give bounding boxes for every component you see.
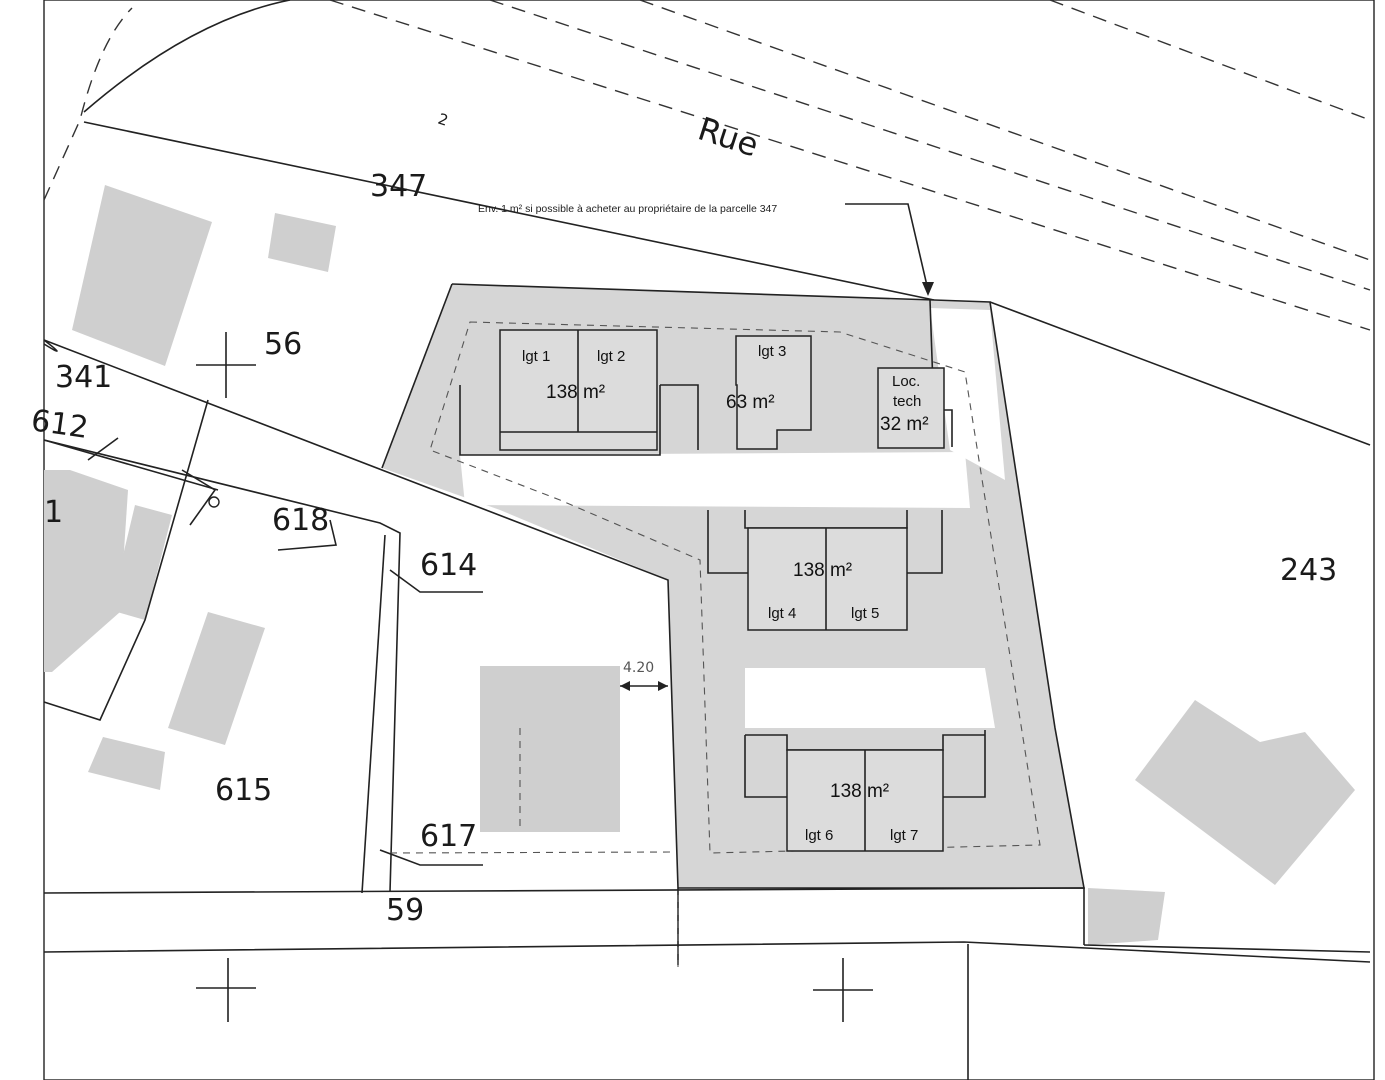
parcel-614: 614 bbox=[420, 548, 477, 583]
label-leaders bbox=[87, 437, 483, 866]
parcel-56: 56 bbox=[264, 327, 302, 362]
parcel-618: 618 bbox=[272, 503, 329, 538]
street-name: Rue bbox=[694, 109, 764, 164]
block-lgt3[interactable]: lgt 3 63 m² bbox=[660, 335, 812, 450]
building-limit-outline bbox=[429, 321, 1041, 854]
parcel-partial: 1 bbox=[44, 495, 63, 530]
block1-area: 138 m² bbox=[546, 382, 605, 403]
lgt6-label: lgt 6 bbox=[805, 827, 833, 844]
street-number: 2 bbox=[436, 110, 451, 130]
dimension-label: 4.20 bbox=[623, 660, 654, 676]
block4-area: 138 m² bbox=[830, 781, 889, 802]
tech-area: 32 m² bbox=[880, 414, 929, 435]
parcel-341: 341 bbox=[55, 360, 112, 395]
tech-line1: Loc. bbox=[892, 373, 920, 390]
purchase-note-text: Env. 1 m² si possible à acheter au propr… bbox=[478, 203, 777, 215]
existing-buildings bbox=[44, 185, 1355, 945]
parcel-59: 59 bbox=[386, 893, 424, 928]
survey-markers bbox=[196, 332, 873, 1022]
parcel-612: 612 bbox=[29, 403, 91, 446]
block3-area: 138 m² bbox=[793, 560, 852, 581]
parcel-347: 347 bbox=[370, 169, 427, 204]
lgt5-label: lgt 5 bbox=[851, 605, 879, 622]
lgt4-label: lgt 4 bbox=[768, 605, 796, 622]
lgt3-label: lgt 3 bbox=[758, 343, 786, 360]
setback-dimension: 4.20 bbox=[620, 660, 668, 691]
lgt1-label: lgt 1 bbox=[522, 348, 550, 365]
tech-line2: tech bbox=[893, 393, 921, 410]
street-lines bbox=[43, 0, 1371, 446]
lgt2-label: lgt 2 bbox=[597, 348, 625, 365]
internal-driveways bbox=[460, 308, 1005, 728]
block-lgt1-lgt2[interactable]: lgt 1 lgt 2 138 m² bbox=[459, 329, 661, 456]
lgt7-label: lgt 7 bbox=[890, 827, 918, 844]
tech-room[interactable]: Loc. tech 32 m² bbox=[877, 367, 953, 449]
parcel-617: 617 bbox=[420, 819, 477, 854]
block2-area: 63 m² bbox=[726, 392, 775, 413]
parcel-615: 615 bbox=[215, 773, 272, 808]
parcel-243: 243 bbox=[1280, 553, 1337, 588]
block-lgt4-lgt5[interactable]: 138 m² lgt 4 lgt 5 bbox=[707, 510, 943, 631]
purchase-note: Env. 1 m² si possible à acheter au propr… bbox=[478, 203, 934, 296]
block-lgt6-lgt7[interactable]: 138 m² lgt 6 lgt 7 bbox=[744, 730, 986, 852]
parcel-numbers: 347 56 341 612 1 618 614 615 617 59 243 bbox=[29, 169, 1337, 928]
